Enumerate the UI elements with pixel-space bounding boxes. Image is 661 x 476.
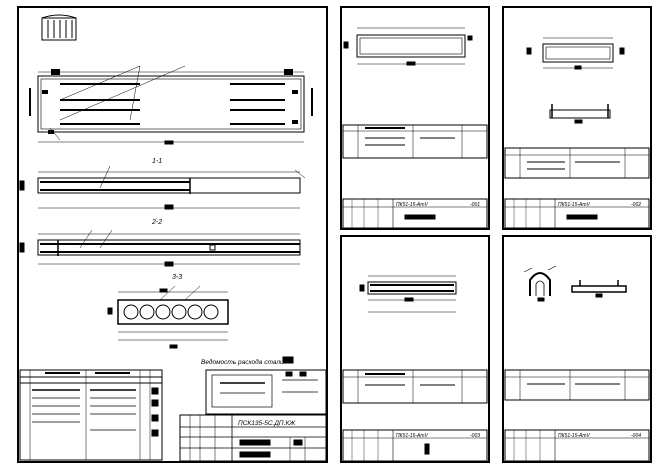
slab-plan-view: [29, 65, 313, 145]
steel-schedule-caption: Ведомость расхода стали: [201, 358, 284, 366]
detail-sheet-3: [340, 235, 490, 463]
sheet-1-number: -001: [470, 202, 480, 208]
sheet-2-code: ПК51-15-АтV: [558, 202, 591, 208]
sheet-2-number: -002: [631, 202, 641, 208]
main-sheet-frame: [17, 6, 328, 463]
sheet-4-code: ПК51-15-АтV: [558, 433, 591, 439]
detail-sheet-2: [502, 6, 652, 230]
sheet-3-number: -003: [470, 433, 480, 439]
sheet-3-code: ПК51-15-АтV: [396, 433, 429, 439]
steel-schedule-marker: [282, 356, 294, 364]
main-title-code: ПСК135-5С.ДП.КЖ: [238, 420, 296, 427]
section-3-3: [107, 285, 229, 349]
sheet-1-code: ПК51-15-АтV: [396, 202, 429, 208]
section-label-1: 1-1: [152, 158, 162, 165]
section-label-2: 2-2: [151, 219, 162, 226]
section-1-1: [19, 165, 306, 210]
detail-sheet-1: [340, 6, 490, 230]
element-isometric-view: [41, 14, 77, 41]
section-label-3: 3-3: [172, 274, 182, 281]
section-2-2: [19, 229, 301, 267]
detail-sheet-4: [502, 235, 652, 463]
main-title-block: [179, 414, 327, 462]
specification-table: [19, 369, 163, 461]
sheet-4-number: -004: [631, 433, 641, 439]
approval-stamp-block: [205, 369, 327, 415]
